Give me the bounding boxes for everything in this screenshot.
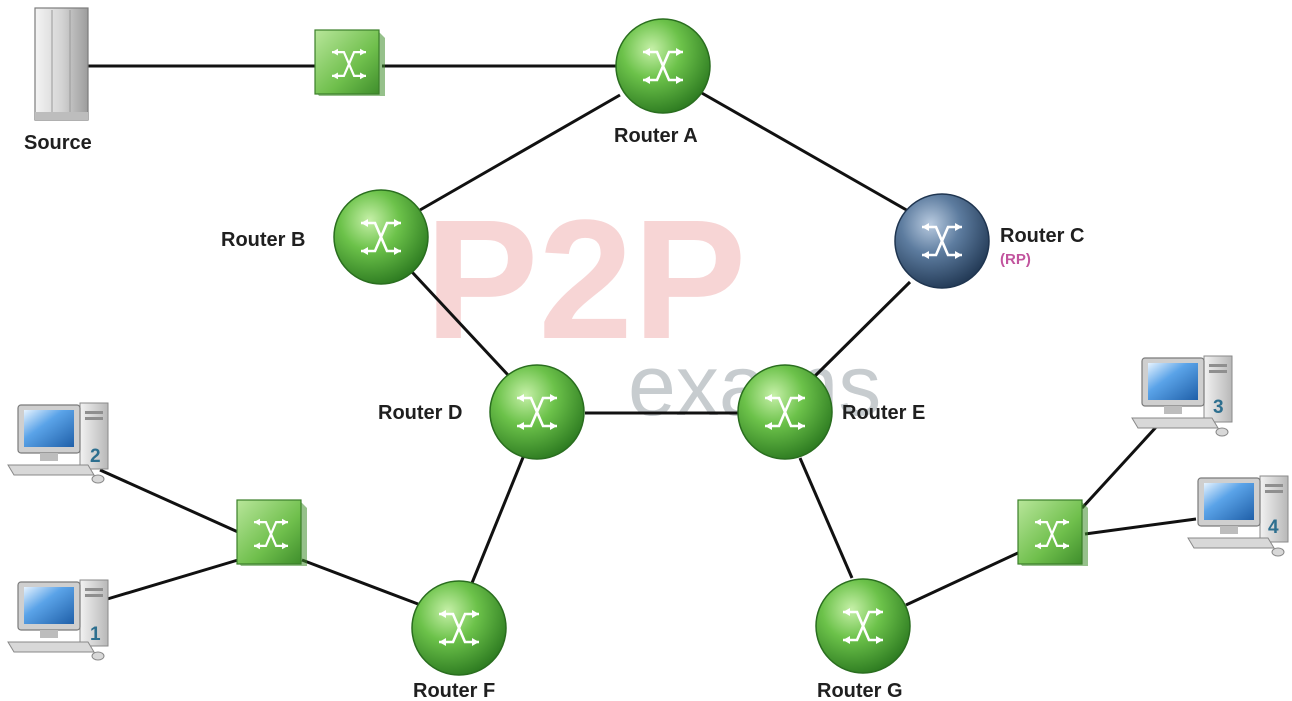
link-a-b (419, 93, 621, 212)
router-c-rp (894, 193, 990, 289)
link-switch-left-router-f (301, 558, 419, 606)
switch-left (237, 500, 307, 566)
router-e (738, 365, 832, 459)
router-a-label: Router A (614, 125, 698, 147)
host-pc-3 (1131, 355, 1233, 437)
link-a-c (699, 90, 911, 214)
link-pc2-switch-left (99, 468, 239, 534)
router-b (334, 190, 428, 284)
link-b-d (410, 270, 510, 377)
link-switch-right-pc3 (1080, 423, 1160, 510)
link-g-switch-right (905, 550, 1021, 607)
host-pc-2 (7, 402, 109, 484)
switch-top (315, 30, 385, 96)
source-server (34, 7, 89, 121)
router-d (490, 365, 584, 459)
host-4-number: 4 (1268, 517, 1279, 538)
router-a (616, 19, 710, 113)
link-switch-right-pc4 (1084, 517, 1197, 536)
router-f (412, 581, 506, 675)
router-g-label: Router G (817, 680, 903, 701)
link-d-f (470, 454, 526, 584)
router-b-label: Router B (221, 229, 305, 251)
link-pc1-switch-left (103, 558, 239, 602)
switch-right (1018, 500, 1088, 566)
router-c-label: Router C (1000, 225, 1084, 247)
host-3-number: 3 (1213, 397, 1224, 418)
links (88, 64, 1197, 607)
host-2-number: 2 (90, 446, 101, 467)
link-e-g (798, 457, 854, 579)
router-f-label: Router F (413, 680, 495, 701)
host-pc-1 (7, 579, 109, 661)
router-g (816, 579, 910, 673)
router-e-label: Router E (842, 402, 925, 424)
host-pc-4 (1187, 475, 1289, 557)
link-c-e (813, 280, 912, 378)
rp-tag: (RP) (1000, 251, 1031, 268)
source-label: Source (24, 132, 92, 154)
router-d-label: Router D (378, 402, 462, 424)
host-1-number: 1 (90, 624, 101, 645)
